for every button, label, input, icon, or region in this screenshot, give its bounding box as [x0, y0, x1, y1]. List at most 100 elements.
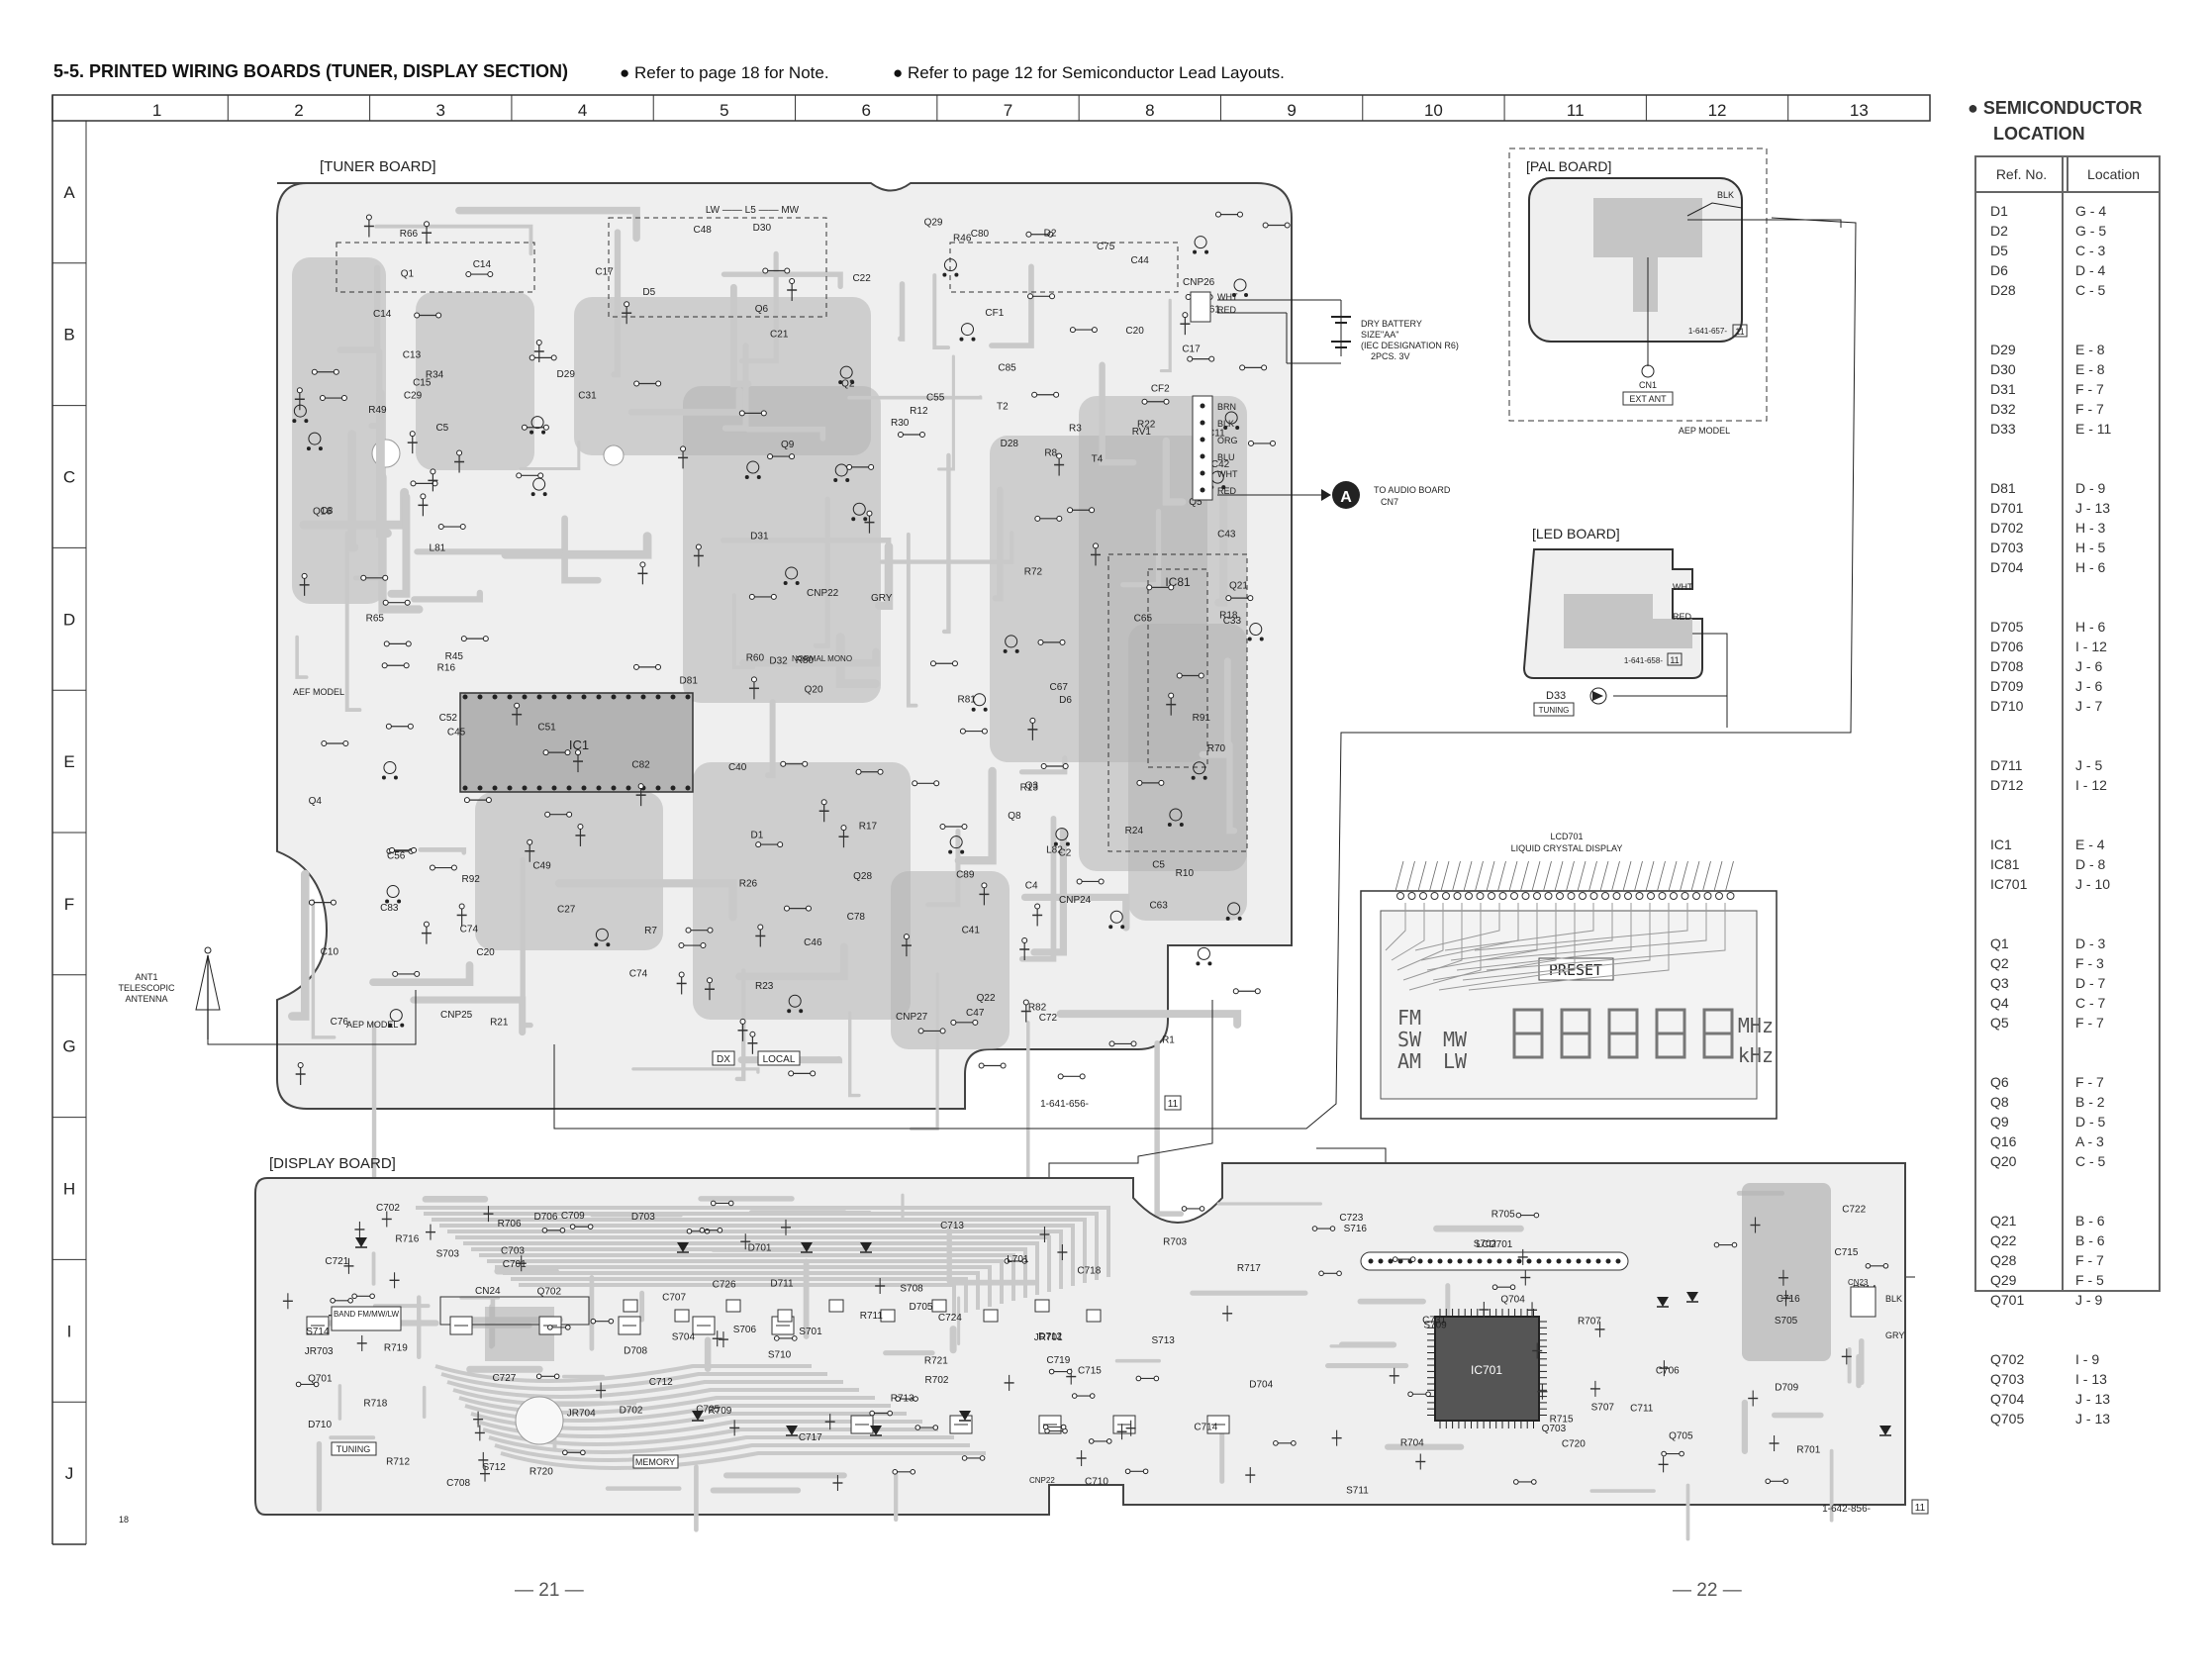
- transistor: [383, 760, 397, 774]
- pad: [748, 593, 755, 600]
- display-part-label: C721: [325, 1256, 348, 1267]
- pad: [530, 492, 535, 497]
- switch-number-box: [983, 1309, 999, 1323]
- display-part-label: C716: [1777, 1294, 1800, 1305]
- diode: [1686, 1292, 1698, 1302]
- pad: [1091, 327, 1098, 334]
- tuner-part-label: R30: [891, 418, 910, 429]
- pad: [1141, 398, 1148, 405]
- pad: [1168, 584, 1175, 591]
- tuner-trace: [937, 354, 955, 471]
- pad: [954, 272, 959, 277]
- pad: [932, 1425, 939, 1430]
- d33-symbol: [1592, 691, 1603, 701]
- diode: [1657, 1297, 1669, 1307]
- display-part-label: C703: [501, 1245, 525, 1256]
- pad: [913, 1396, 918, 1402]
- pad: [744, 475, 749, 480]
- pad: [845, 477, 850, 482]
- tuner-part-label: C78: [847, 912, 866, 923]
- pad: [1003, 648, 1008, 653]
- tuner-trace: [369, 961, 474, 987]
- lcd-pin: [1430, 892, 1439, 900]
- pad: [895, 1396, 901, 1402]
- pad: [983, 707, 988, 712]
- pad: [948, 849, 953, 854]
- pad: [365, 214, 372, 221]
- display-part-label: C715: [1078, 1366, 1102, 1377]
- display-part-label: S708: [900, 1283, 923, 1294]
- tuner-part-label: C61: [1202, 305, 1221, 316]
- lcd-connector-pin: [1516, 1258, 1522, 1264]
- tuner-part-label: D6: [1059, 695, 1072, 706]
- shield-rf: [336, 242, 535, 293]
- tuner-trace: [561, 515, 602, 584]
- display-part-label: D706: [533, 1212, 557, 1223]
- lcd-pin-label-line: [1417, 860, 1427, 892]
- location: I - 12: [2075, 639, 2107, 654]
- pad: [780, 760, 787, 767]
- tuner-trace: [879, 531, 1014, 564]
- location: G - 5: [2075, 223, 2107, 239]
- lcd-digit-segment: [1607, 1008, 1639, 1059]
- display-trace: [464, 1404, 891, 1423]
- pad: [301, 572, 308, 579]
- pad: [710, 1200, 717, 1207]
- display-board-title: [DISPLAY BOARD]: [269, 1155, 396, 1172]
- pad: [1037, 639, 1044, 645]
- lcd-connector-strip: [1360, 1251, 1629, 1271]
- ic81-outline: [1147, 568, 1208, 768]
- display-part-label: R718: [363, 1398, 387, 1409]
- lcd-pin: [1635, 892, 1644, 900]
- pad: [308, 899, 315, 906]
- pad: [639, 561, 646, 568]
- pad: [541, 430, 546, 435]
- pad: [971, 337, 976, 342]
- pad: [1142, 1468, 1149, 1475]
- tuner-copper-area: [693, 762, 911, 1020]
- ic1-label: IC1: [569, 738, 589, 752]
- grid-row-label: I: [67, 1322, 72, 1340]
- pad: [654, 663, 661, 670]
- lcd-pin: [1589, 892, 1598, 900]
- display-mark-box: [1911, 1499, 1929, 1515]
- tuner-part-label: Q6: [755, 304, 769, 315]
- diode: [959, 1411, 971, 1421]
- tuner-part-label: R10: [1176, 868, 1195, 879]
- pad: [918, 431, 925, 438]
- pad: [1065, 841, 1070, 846]
- switch-number-box: [725, 1299, 741, 1313]
- tuner-part-label: R49: [368, 405, 387, 416]
- tuner-trace: [611, 229, 622, 378]
- location: D - 7: [2075, 975, 2106, 991]
- tuner-trace: [1226, 740, 1238, 835]
- location: D - 4: [2075, 262, 2106, 278]
- display-part-label: S714: [306, 1327, 330, 1337]
- lcd-pin: [1612, 892, 1621, 900]
- mounting-hole: [603, 444, 625, 466]
- ic1-pin: [685, 785, 691, 791]
- aef-model-label: AEF MODEL: [293, 687, 344, 697]
- pad: [1262, 222, 1269, 229]
- ref-no: D712: [1990, 777, 2024, 793]
- tuner-trace: [627, 387, 743, 416]
- grid-row-label: B: [63, 326, 74, 344]
- pad: [351, 1293, 357, 1300]
- ic1-pin: [655, 785, 661, 791]
- location: H - 5: [2075, 540, 2106, 555]
- pad: [1259, 637, 1264, 641]
- display-part-label: C713: [940, 1221, 964, 1231]
- pad: [1232, 293, 1237, 298]
- tuner-part-label: Q8: [1008, 811, 1021, 822]
- pad: [1515, 1212, 1522, 1219]
- location: F - 7: [2075, 401, 2104, 417]
- lcd-connector-pin: [1546, 1258, 1552, 1264]
- khe-connector: [1192, 395, 1213, 501]
- tuner-part-label: Q21: [1229, 580, 1248, 591]
- lcd-pin: [1465, 892, 1473, 900]
